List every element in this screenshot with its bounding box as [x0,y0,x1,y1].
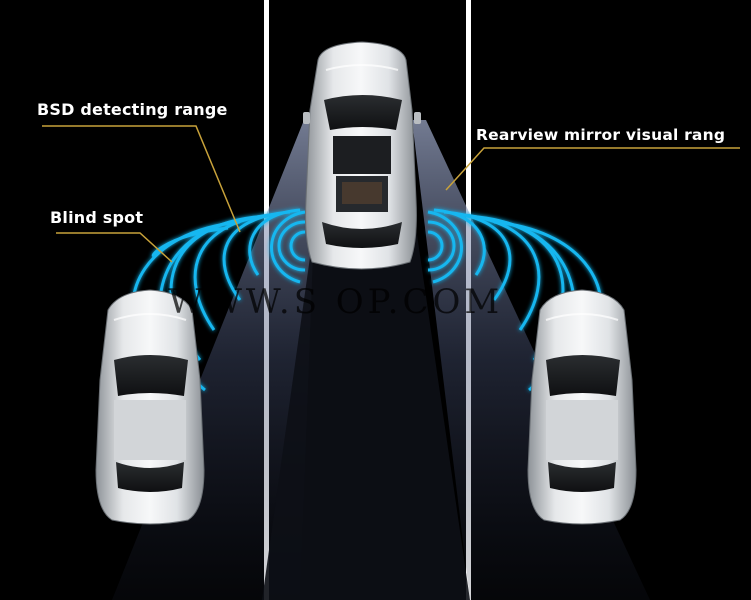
left-car [95,289,205,525]
watermark: WWW.S OP.COM [168,282,504,322]
rearview-label: Rearview mirror visual rang [476,126,726,144]
ego-car [303,41,421,270]
bsd-range-label: BSD detecting range [37,100,228,119]
right-car [527,289,637,525]
annotation-lines [42,125,740,263]
blind-spot-label: Blind spot [50,208,144,227]
